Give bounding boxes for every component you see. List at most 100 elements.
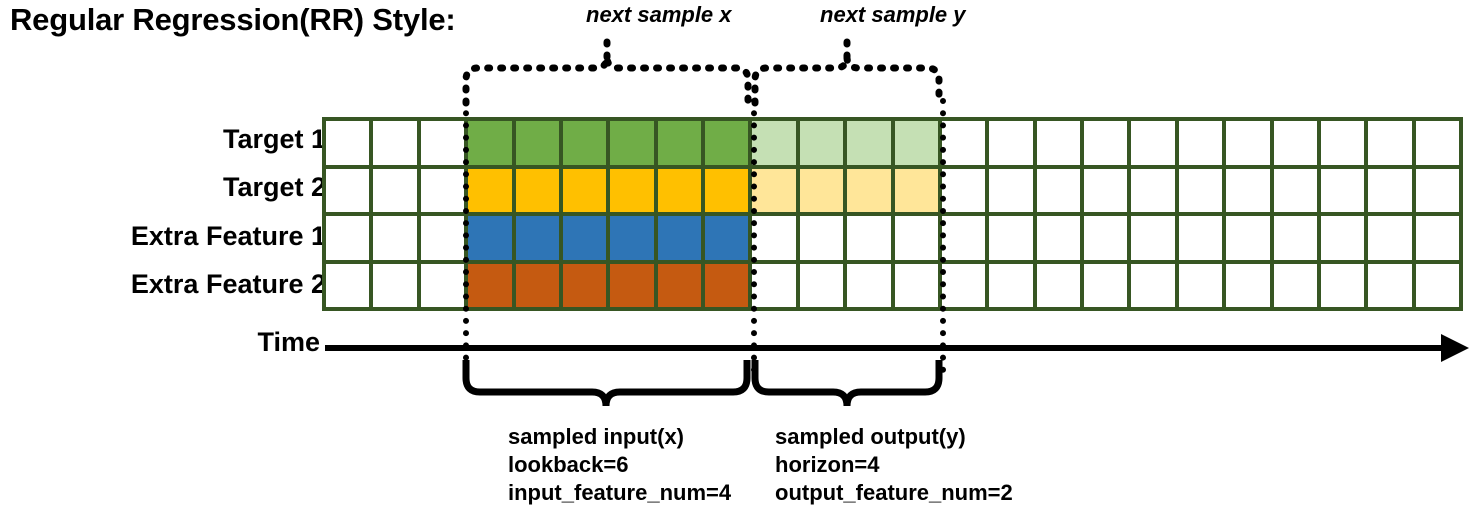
cell-extra-feature-1-t13 bbox=[894, 216, 938, 260]
cell-target-1-t17 bbox=[1084, 121, 1128, 165]
cell-extra-feature-1-t17 bbox=[1084, 216, 1128, 260]
cell-target-2-t21 bbox=[1273, 168, 1317, 212]
cell-extra-feature-2-t15 bbox=[989, 263, 1033, 307]
cell-target-2-t2 bbox=[373, 168, 417, 212]
cell-target-1-t9 bbox=[705, 121, 749, 165]
caption-sampled-output-line1: sampled output(y) bbox=[775, 424, 966, 449]
cell-target-1-t18 bbox=[1131, 121, 1175, 165]
cell-extra-feature-2-t24 bbox=[1415, 263, 1459, 307]
caption-sampled-output: sampled output(y) horizon=4 output_featu… bbox=[775, 423, 1013, 507]
cell-extra-feature-2-t19 bbox=[1178, 263, 1223, 307]
guide-line-input-end bbox=[751, 98, 757, 373]
cell-extra-feature-2-t20 bbox=[1226, 263, 1270, 307]
caption-sampled-input-line2: lookback=6 bbox=[508, 452, 629, 477]
row-label-extra-feature-1: Extra Feature 1 bbox=[130, 221, 326, 251]
cell-extra-feature-2-t18 bbox=[1131, 263, 1175, 307]
cell-target-2-t23 bbox=[1368, 168, 1412, 212]
cell-extra-feature-2-t1 bbox=[326, 263, 370, 307]
time-axis-line bbox=[325, 345, 1455, 351]
cell-extra-feature-1-t22 bbox=[1320, 216, 1365, 260]
cell-extra-feature-2-t21 bbox=[1273, 263, 1317, 307]
axis-label-time: Time bbox=[257, 327, 320, 357]
cell-target-2-t18 bbox=[1131, 168, 1175, 212]
cell-extra-feature-1-t7 bbox=[610, 216, 654, 260]
cell-extra-feature-1-t2 bbox=[373, 216, 417, 260]
cell-target-1-t8 bbox=[657, 121, 701, 165]
row-label-extra-feature-2: Extra Feature 2 bbox=[130, 269, 326, 299]
cell-extra-feature-1-t1 bbox=[326, 216, 370, 260]
cell-target-1-t24 bbox=[1415, 121, 1459, 165]
cell-target-2-t15 bbox=[989, 168, 1033, 212]
cell-target-1-t16 bbox=[1036, 121, 1080, 165]
cell-target-2-t17 bbox=[1084, 168, 1128, 212]
cell-extra-feature-1-t15 bbox=[989, 216, 1033, 260]
cell-extra-feature-2-t5 bbox=[515, 263, 559, 307]
cell-target-1-t1 bbox=[326, 121, 370, 165]
cell-target-1-t14 bbox=[941, 121, 986, 165]
cell-extra-feature-2-t16 bbox=[1036, 263, 1080, 307]
cell-target-1-t12 bbox=[847, 121, 891, 165]
cell-extra-feature-2-t13 bbox=[894, 263, 938, 307]
cell-extra-feature-2-t14 bbox=[941, 263, 986, 307]
cell-target-2-t24 bbox=[1415, 168, 1459, 212]
cell-target-2-t22 bbox=[1320, 168, 1365, 212]
cell-target-2-t20 bbox=[1226, 168, 1270, 212]
cell-extra-feature-1-t8 bbox=[657, 216, 701, 260]
cell-extra-feature-1-t20 bbox=[1226, 216, 1270, 260]
cell-target-2-t10 bbox=[752, 168, 796, 212]
time-axis-arrow-icon bbox=[1441, 334, 1469, 362]
cell-extra-feature-2-t9 bbox=[705, 263, 749, 307]
cell-extra-feature-1-t5 bbox=[515, 216, 559, 260]
cell-extra-feature-1-t18 bbox=[1131, 216, 1175, 260]
cell-extra-feature-1-t6 bbox=[562, 216, 607, 260]
cell-target-2-t12 bbox=[847, 168, 891, 212]
cell-target-2-t4 bbox=[468, 168, 512, 212]
cell-extra-feature-1-t3 bbox=[420, 216, 465, 260]
caption-sampled-output-line3: output_feature_num=2 bbox=[775, 480, 1013, 505]
cell-extra-feature-1-t14 bbox=[941, 216, 986, 260]
cell-target-2-t5 bbox=[515, 168, 559, 212]
cell-target-1-t15 bbox=[989, 121, 1033, 165]
cell-extra-feature-1-t12 bbox=[847, 216, 891, 260]
bottom-brace-sampled-output bbox=[751, 360, 943, 407]
cell-extra-feature-2-t22 bbox=[1320, 263, 1365, 307]
cell-extra-feature-1-t23 bbox=[1368, 216, 1412, 260]
cell-target-2-t7 bbox=[610, 168, 654, 212]
cell-extra-feature-2-t2 bbox=[373, 263, 417, 307]
cell-target-1-t10 bbox=[752, 121, 796, 165]
cell-extra-feature-1-t9 bbox=[705, 216, 749, 260]
top-brace-next-sample-y bbox=[751, 56, 943, 107]
cell-target-1-t2 bbox=[373, 121, 417, 165]
cell-extra-feature-1-t10 bbox=[752, 216, 796, 260]
cell-target-1-t3 bbox=[420, 121, 465, 165]
cell-target-1-t19 bbox=[1178, 121, 1223, 165]
cell-target-1-t20 bbox=[1226, 121, 1270, 165]
cell-target-1-t23 bbox=[1368, 121, 1412, 165]
cell-extra-feature-1-t21 bbox=[1273, 216, 1317, 260]
cell-target-2-t13 bbox=[894, 168, 938, 212]
row-label-target-1: Target 1 bbox=[222, 124, 326, 154]
cell-target-1-t11 bbox=[799, 121, 844, 165]
cell-extra-feature-2-t10 bbox=[752, 263, 796, 307]
cell-target-1-t21 bbox=[1273, 121, 1317, 165]
cell-target-1-t6 bbox=[562, 121, 607, 165]
timeline-grid bbox=[322, 117, 1463, 311]
caption-sampled-input-line1: sampled input(x) bbox=[508, 424, 685, 449]
caption-next-sample-y: next sample y bbox=[820, 2, 966, 27]
cell-extra-feature-2-t4 bbox=[468, 263, 512, 307]
cell-target-2-t19 bbox=[1178, 168, 1223, 212]
cell-extra-feature-1-t4 bbox=[468, 216, 512, 260]
cell-target-2-t3 bbox=[420, 168, 465, 212]
cell-target-1-t5 bbox=[515, 121, 559, 165]
cell-target-2-t16 bbox=[1036, 168, 1080, 212]
cell-extra-feature-2-t6 bbox=[562, 263, 607, 307]
cell-extra-feature-2-t11 bbox=[799, 263, 844, 307]
cell-target-1-t7 bbox=[610, 121, 654, 165]
cell-extra-feature-2-t23 bbox=[1368, 263, 1412, 307]
caption-sampled-input: sampled input(x) lookback=6 input_featur… bbox=[508, 423, 731, 507]
cell-extra-feature-1-t24 bbox=[1415, 216, 1459, 260]
caption-sampled-output-line2: horizon=4 bbox=[775, 452, 880, 477]
caption-sampled-input-line3: input_feature_num=4 bbox=[508, 480, 732, 505]
cell-target-1-t13 bbox=[894, 121, 938, 165]
